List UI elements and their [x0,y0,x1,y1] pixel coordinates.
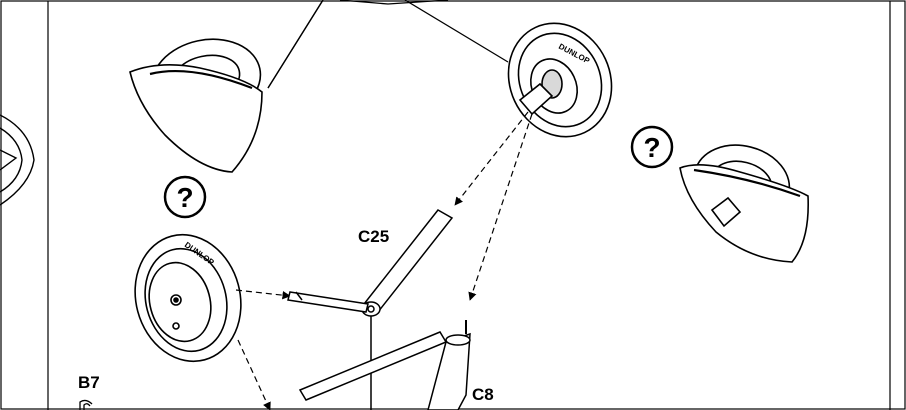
assembly-arrows [235,111,533,410]
partial-wheel-left-edge [0,114,35,206]
wheel-dunlop-left: DUNLOP [134,233,242,363]
wheel-dunlop-top: DUNLOP [507,22,613,138]
part-b7-icon [79,399,93,410]
frame-bar-lower [298,331,448,401]
question-badge-left: ? [163,175,207,219]
label-c25: C25 [358,227,389,246]
question-mark-left: ? [176,182,193,213]
axle-rod-left [287,291,369,313]
question-mark-right: ? [643,132,660,163]
label-c8: C8 [472,385,494,404]
question-badge-right: ? [630,125,674,169]
label-b7: B7 [78,373,100,392]
wheel-with-cover-upper-left [129,38,263,173]
callout-lines [267,0,509,89]
wheel-with-cover-right [679,144,809,263]
axle-tube-c25 [361,209,454,317]
part-c8 [427,320,471,410]
